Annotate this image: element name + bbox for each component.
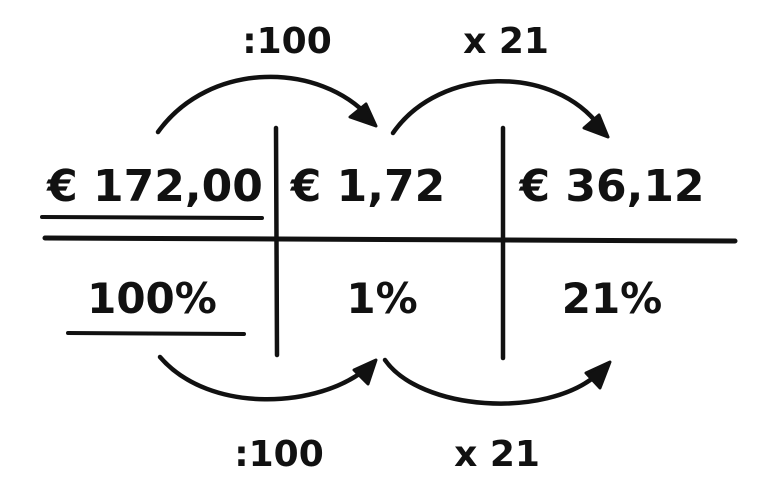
underline-amount-total — [40, 215, 264, 220]
cell-percent-one: 1% — [346, 274, 417, 323]
top-arrow-left-head — [348, 102, 378, 128]
top-arrow-left — [155, 74, 373, 135]
top-arrow-right-head — [582, 113, 610, 139]
bottom-arrow-right-head — [584, 360, 612, 390]
bottom-arrow-left-head — [352, 358, 378, 386]
cell-amount-total: € 172,00 — [46, 161, 263, 212]
table-horizontal-line — [42, 235, 738, 244]
bottom-arrow-left — [157, 354, 370, 402]
cell-amount-one-percent: € 1,72 — [290, 161, 446, 212]
bottom-operation-multiply: x 21 — [454, 434, 540, 475]
cell-amount-result: € 36,12 — [518, 161, 704, 212]
underline-percent-total — [66, 331, 246, 336]
top-arrow-right — [390, 79, 603, 136]
cell-percent-result: 21% — [562, 274, 663, 323]
bottom-arrow-right — [382, 357, 601, 406]
cell-percent-total: 100% — [87, 274, 217, 323]
top-operation-divide: :100 — [242, 21, 332, 62]
top-operation-multiply: x 21 — [463, 21, 549, 62]
bottom-operation-divide: :100 — [234, 434, 324, 475]
table-divider-left — [273, 125, 280, 358]
